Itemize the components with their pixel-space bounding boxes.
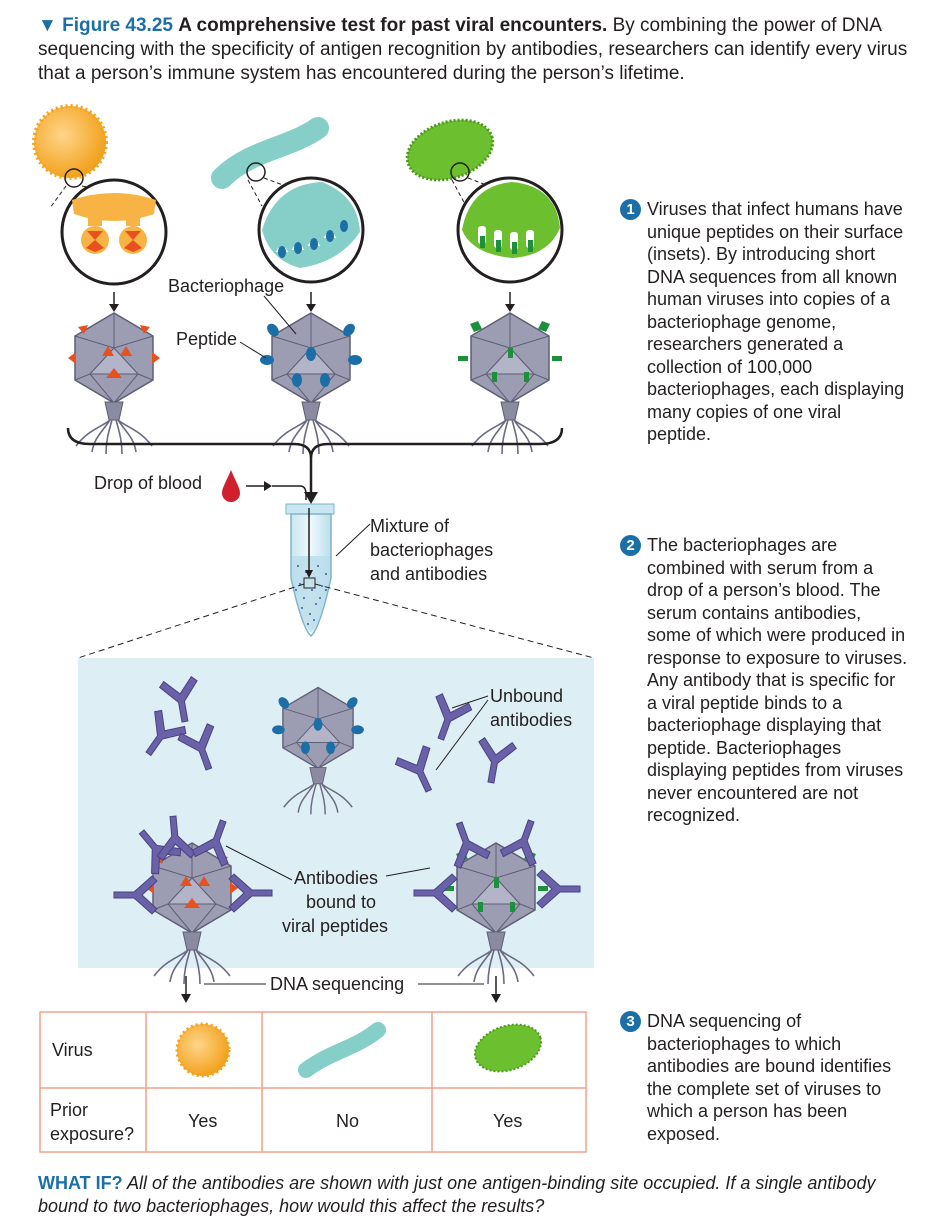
table-virus-header: Virus (52, 1040, 93, 1060)
table-orange-virus-icon (175, 1022, 231, 1078)
step-3-text: DNA sequencing of bacteriophages to whic… (647, 1011, 892, 1144)
bacteriophage-green-peptides (458, 312, 562, 455)
table-green-virus-icon (473, 1023, 543, 1073)
diagram: Bacteriophage Peptide Drop of blood Mixt… (32, 104, 595, 1153)
bound-label-line1: Antibodies (294, 868, 378, 888)
mixture-leader-line (335, 523, 371, 557)
bacteriophage-label: Bacteriophage (168, 276, 284, 296)
step-1: 1 Viruses that infect humans have unique… (620, 198, 910, 446)
figure-title: A comprehensive test for past viral enco… (178, 15, 608, 36)
table-exposure-header-line2: exposure? (50, 1124, 134, 1144)
step-1-text: Viruses that infect humans have unique p… (647, 199, 905, 444)
mixture-label-line3: and antibodies (370, 564, 487, 584)
teal-virus-inset (257, 176, 365, 284)
bound-bacteriophage-green (413, 813, 581, 985)
grouping-brace (66, 427, 564, 459)
zoom-line-right (314, 583, 595, 659)
step-2: 2 The bacteriophages are combined with s… (620, 534, 910, 827)
peptide-leader-line (239, 341, 267, 359)
table-result-teal: No (336, 1111, 359, 1131)
bound-label-line3: viral peptides (282, 916, 388, 936)
dna-sequencing-label: DNA sequencing (270, 974, 404, 994)
unbound-label-line2: antibodies (490, 710, 572, 730)
bound-label-line2: bound to (306, 892, 376, 912)
drop-of-blood-label: Drop of blood (94, 473, 202, 493)
bacteriophage-blue-peptides (260, 312, 362, 455)
bacteriophage-leader-line (263, 295, 297, 335)
unbound-label-line1: Unbound (490, 686, 563, 706)
bacteriophage-orange-peptides (68, 312, 160, 455)
step-2-number: 2 (620, 535, 641, 556)
step-2-text: The bacteriophages are combined with ser… (647, 535, 908, 825)
table-exposure-header-line1: Prior (50, 1100, 88, 1120)
zoom-line-left (77, 583, 305, 659)
figure-label: ▼ Figure 43.25 (38, 15, 173, 36)
orange-virus-inset (60, 178, 168, 286)
what-if-label: WHAT IF? (38, 1173, 123, 1193)
unbound-bacteriophage (272, 686, 364, 816)
blood-drop-icon (222, 470, 240, 502)
figure-caption-text: By combining the power of DNA sequencing… (38, 15, 908, 84)
table-teal-virus-icon (298, 1022, 386, 1078)
peptide-label: Peptide (176, 329, 237, 349)
what-if-text: All of the antibodies are shown with jus… (38, 1173, 876, 1216)
test-tube (285, 503, 335, 638)
what-if-question: WHAT IF? All of the antibodies are shown… (38, 1172, 908, 1218)
mixture-label-line2: bacteriophages (370, 540, 493, 560)
step-3: 3 DNA sequencing of bacteriophages to wh… (620, 1010, 910, 1145)
table-result-orange: Yes (188, 1111, 217, 1131)
step-3-number: 3 (620, 1011, 641, 1032)
unbound-leader-lines (435, 695, 489, 771)
results-table (39, 1011, 587, 1153)
figure-caption: ▼ Figure 43.25 A comprehensive test for … (38, 14, 918, 86)
table-result-green: Yes (493, 1111, 522, 1131)
bound-leader-lines (225, 845, 431, 881)
green-virus-inset (456, 176, 564, 284)
step-1-number: 1 (620, 199, 641, 220)
mixture-label-line1: Mixture of (370, 516, 450, 536)
